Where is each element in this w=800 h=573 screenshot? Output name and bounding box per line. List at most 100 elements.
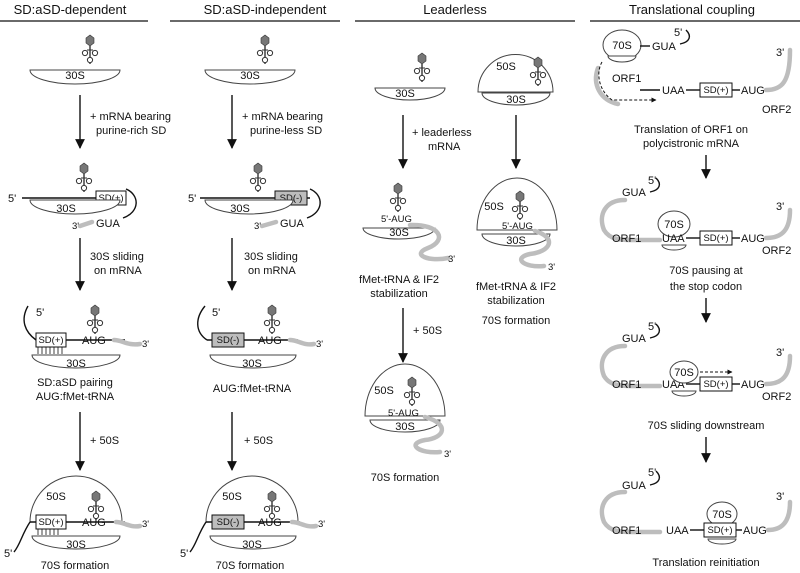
ribosome-70s [657, 210, 691, 238]
mrna-tail [413, 414, 445, 455]
sd-minus-label: SD(-) [280, 193, 303, 204]
label-50s: 50S [46, 491, 66, 503]
sd-plus-label: SD(+) [38, 335, 63, 346]
aug-label: AUG [258, 517, 282, 529]
mrna-loop [306, 188, 321, 219]
ribosome-30s [209, 535, 297, 550]
base-pairing-ticks [37, 347, 63, 354]
mrna-tail [763, 47, 793, 93]
orf2-label: ORF2 [762, 391, 791, 403]
mrna-tail [763, 207, 793, 241]
trna-icon [81, 34, 99, 65]
sd-plus-box [35, 332, 67, 348]
trna-icon [413, 52, 431, 83]
caption: polycistronic mRNA [643, 138, 740, 150]
prime-5: 5' [648, 467, 656, 479]
caption: 70S formation [482, 315, 550, 327]
caption: the stop codon [670, 281, 742, 293]
gua-label: GUA [96, 218, 121, 230]
ribosome-30s [661, 244, 687, 251]
label-30s: 30S [240, 70, 260, 82]
aug-label: AUG [258, 335, 282, 347]
aug-label: AUG [741, 379, 765, 391]
mrna-strand [649, 323, 661, 339]
ribosome-30s [707, 538, 737, 545]
mrna-tail [599, 489, 663, 535]
caption: stabilization [370, 288, 427, 300]
mrna-strand [649, 470, 661, 486]
orf1-label: ORF1 [612, 525, 641, 537]
prime-3: 3' [448, 254, 455, 265]
step-text: purine-less SD [250, 125, 322, 137]
base-pairing-ticks [37, 529, 59, 535]
mrna-tail [113, 519, 143, 529]
step-text: on mRNA [248, 265, 296, 277]
panel-leaderless: 30S 50S 30S + leaderless mRNA 5'-AUG 30S… [359, 52, 558, 484]
gua-label: GUA [622, 480, 647, 492]
label-50s: 50S [484, 201, 504, 213]
header-sd-dependent: SD:aSD-dependent [14, 2, 127, 17]
mrna-loop [122, 188, 137, 219]
caption: 70S pausing at [669, 265, 742, 277]
sd-plus-label: SD(+) [703, 379, 728, 390]
orf2-label: ORF2 [762, 104, 791, 116]
mrna-tail [763, 353, 793, 387]
prime-5: 5' [4, 548, 12, 560]
ribosome-30s [29, 69, 121, 85]
caption: 70S formation [371, 472, 439, 484]
header-sd-independent: SD:aSD-independent [204, 2, 327, 17]
panel-sd-independent: 30S + mRNA bearing purine-less SD SD(-) … [180, 34, 325, 572]
prime-3: 3' [316, 339, 323, 350]
prime-5: 5' [36, 307, 44, 319]
trna-icon [75, 162, 93, 193]
mrna-tail [289, 519, 319, 529]
label-50s: 50S [496, 61, 516, 73]
mrna-tail [593, 65, 621, 107]
mrna-strand [23, 305, 37, 341]
mrna-strand [13, 521, 31, 553]
header-leaderless: Leaderless [423, 2, 487, 17]
aug5-label: 5'-AUG [502, 221, 533, 232]
mrna-tail [287, 337, 317, 347]
sd-plus-label: SD(+) [98, 193, 123, 204]
aug5-label: 5'-AUG [381, 214, 412, 225]
ribosome-30s [204, 69, 296, 85]
caption: AUG:fMet-tRNA [213, 383, 292, 395]
step-text: 30S sliding [90, 251, 144, 263]
step-text: purine-rich SD [96, 125, 166, 137]
mrna-strand [649, 177, 661, 193]
sd-plus-label: SD(+) [703, 233, 728, 244]
label-30s: 30S [395, 421, 415, 433]
ribosome-30s [374, 87, 446, 101]
prime-3: 3' [548, 262, 555, 273]
prime-3: 3' [776, 47, 784, 59]
prime-3: 3' [254, 221, 261, 232]
panel-headers: SD:aSD-dependent SD:aSD-independent Lead… [0, 2, 800, 22]
step-text: + 50S [244, 435, 273, 447]
sd-minus-label: SD(-) [217, 335, 240, 346]
caption: Translation reinitiation [652, 557, 759, 569]
prime-5: 5' [648, 321, 656, 333]
sd-plus-label: SD(+) [707, 525, 732, 536]
trna-icon [249, 162, 267, 193]
prime-3: 3' [318, 519, 325, 530]
prime-3: 3' [142, 519, 149, 530]
prime-3: 3' [776, 491, 784, 503]
label-30s: 30S [66, 358, 86, 370]
label-30s: 30S [506, 235, 526, 247]
prime-5: 5' [212, 307, 220, 319]
step-text: + mRNA bearing [242, 111, 323, 123]
asd-tail [77, 219, 95, 229]
caption: 70S formation [41, 560, 109, 572]
trna-icon [263, 304, 281, 335]
mrna-tail [765, 499, 793, 533]
sd-minus-label: SD(-) [217, 517, 240, 528]
mrna-strand [679, 29, 691, 45]
aug-label: AUG [741, 85, 765, 97]
prime-5: 5' [180, 548, 188, 560]
label-30s: 30S [65, 70, 85, 82]
prime-3: 3' [776, 347, 784, 359]
prime-3: 3' [776, 201, 784, 213]
label-30s: 30S [56, 203, 76, 215]
